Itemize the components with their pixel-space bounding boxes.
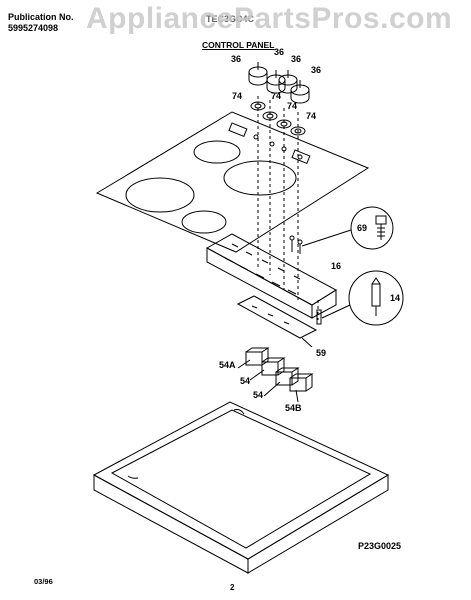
leader-54-b: [263, 381, 281, 397]
callout-36-c: 36: [291, 54, 301, 64]
knob-36-d: [290, 80, 310, 104]
leader-54b: [295, 389, 299, 403]
callout-54-second: 54: [253, 390, 263, 400]
callout-36-d: 36: [311, 65, 321, 75]
callout-74-d: 74: [306, 111, 316, 121]
section-title: CONTROL PANEL: [202, 40, 275, 50]
knob-36-c: [278, 70, 298, 94]
glass-knob-hole: [253, 134, 259, 140]
burner-small-top: [193, 140, 241, 164]
burner-box: [92, 401, 390, 574]
bracket-59: [236, 295, 318, 339]
watermark: AppliancePartsPros.com: [86, 2, 453, 35]
publication-label: Publication No. 5995274098: [8, 12, 74, 34]
leader-14: [321, 304, 351, 319]
alignment-lines: [257, 96, 319, 320]
callout-74-a: 74: [232, 91, 242, 101]
leader-54: [249, 369, 265, 381]
glass-marking: [228, 122, 248, 138]
knob-36-b: [266, 70, 286, 94]
leader-54a: [237, 359, 251, 369]
footer-date: 03/96: [34, 577, 53, 586]
leader-59: [301, 337, 313, 348]
callout-59: 59: [316, 348, 326, 358]
model-number: TEC3GC4C: [206, 14, 255, 24]
callout-69: 69: [357, 223, 367, 233]
switch-54b: [289, 373, 314, 392]
publication-label-text: Publication No.: [8, 12, 74, 22]
figure-code: P23G0025: [358, 541, 402, 551]
callout-14: 14: [390, 293, 400, 303]
glass-knob-hole: [269, 141, 275, 147]
callout-circle-14: [348, 270, 404, 326]
publication-number: 5995274098: [8, 23, 59, 33]
callout-circle-69: [350, 206, 394, 250]
callout-54a: 54A: [219, 360, 236, 370]
callout-74-c: 74: [287, 101, 297, 111]
control-panel-16: [205, 233, 337, 319]
knob-36-a: [248, 62, 268, 86]
callout-36-a: 36: [231, 54, 241, 64]
callout-54: 54: [240, 376, 250, 386]
screw-detail-69: [375, 215, 387, 240]
cooktop-glass: [95, 111, 370, 253]
screw-69: [289, 235, 303, 254]
clip-detail-14: [371, 277, 381, 316]
leader-69: [301, 229, 352, 247]
clip-14: [316, 309, 322, 325]
glass-marking: [291, 149, 311, 165]
callout-36-b: 36: [274, 47, 284, 57]
callout-16: 16: [331, 261, 341, 271]
switch-54: [261, 357, 286, 376]
callout-54b: 54B: [285, 403, 302, 413]
glass-knob-hole: [297, 154, 303, 160]
page-number: 2: [230, 583, 235, 592]
burner-large-left: [125, 177, 195, 213]
switch-54a: [245, 347, 270, 366]
burner-large-right: [223, 160, 297, 196]
burner-small-bottom: [181, 210, 227, 234]
callout-74-b: 74: [271, 91, 281, 101]
